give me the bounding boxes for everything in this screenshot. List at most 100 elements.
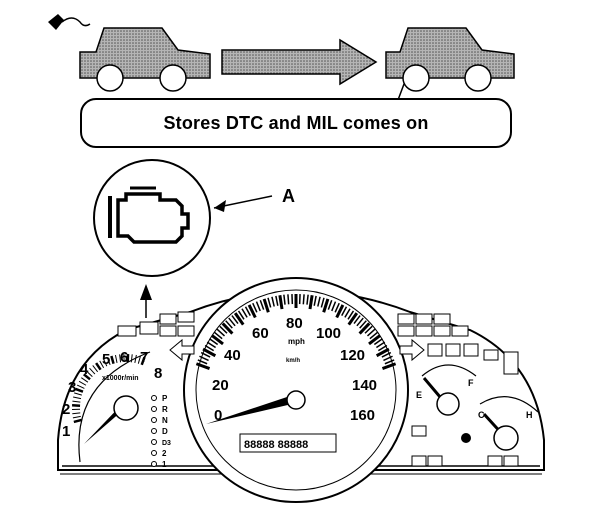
speedometer-tick — [341, 306, 348, 316]
speedometer-tick — [369, 331, 379, 340]
speedometer-tick — [197, 359, 208, 365]
tachometer-tick — [137, 355, 141, 364]
speedometer-ticks — [195, 294, 397, 370]
speedometer-tick — [225, 320, 233, 329]
tachometer-tick — [99, 360, 105, 369]
odometer-display — [239, 433, 337, 453]
tachometer-tick — [103, 358, 108, 367]
speedometer-tick — [302, 294, 305, 305]
gear-indicator-dot — [151, 450, 157, 456]
gear-indicator: P R N D D3 2 1 — [151, 394, 171, 469]
gear-indicator-dot — [151, 461, 157, 467]
speedometer-tick — [334, 302, 340, 313]
gear-2: 2 — [162, 449, 167, 458]
tachometer-tick — [134, 354, 137, 363]
speedometer-tick — [335, 304, 345, 319]
speedometer-tick — [278, 295, 284, 310]
tachometer-tick — [92, 365, 99, 373]
speedometer-tick — [373, 338, 383, 346]
caption-text: Stores DTC and MIL comes on — [163, 112, 429, 133]
gear-indicator-dot — [151, 428, 157, 434]
left-indicator-lamps — [117, 311, 195, 362]
speedometer-tick — [283, 294, 286, 305]
speedometer-tick — [322, 298, 330, 313]
tachometer: 1 2 3 4 5 6 7 8 x1000r/min — [62, 349, 162, 463]
tach-label-8: 8 — [154, 365, 162, 382]
callout-label-a: A — [282, 186, 295, 206]
speedo-label-160: 160 — [350, 407, 375, 424]
tachometer-tick — [78, 380, 87, 386]
speedometer-tick — [313, 295, 317, 306]
ignition-key-icon — [48, 14, 91, 30]
tach-unit: x1000r/min — [102, 375, 139, 382]
speedometer-tick — [381, 351, 392, 358]
speedo-label-40: 40 — [224, 347, 241, 364]
tachometer-tick — [130, 354, 133, 363]
speedometer-tick — [327, 299, 333, 310]
tach-label-6: 6 — [120, 349, 128, 366]
gear-indicator-dot — [151, 439, 157, 445]
speedometer-tick — [359, 320, 367, 329]
gear-1: 1 — [162, 460, 167, 469]
tachometer-tick — [73, 396, 82, 400]
tachometer-tick — [114, 354, 118, 363]
speedometer-tick — [195, 362, 211, 370]
speedo-label-60: 60 — [252, 325, 269, 342]
speedo-kmh-unit: km/h — [286, 358, 300, 364]
speedometer-tick — [237, 310, 245, 320]
speedometer-tick — [344, 308, 351, 318]
speedometer-tick — [317, 296, 321, 307]
speedometer-tick — [219, 325, 228, 334]
speedometer-tick — [209, 338, 219, 346]
speedo-label-100: 100 — [316, 325, 341, 342]
tachometer-tick — [140, 356, 146, 366]
tachometer-tick — [74, 392, 82, 396]
gear-R: R — [162, 405, 168, 414]
speedometer-tick — [206, 341, 217, 349]
speedometer-tick — [231, 315, 239, 324]
speedometer-tick — [204, 344, 215, 352]
mil-magnifier — [93, 159, 273, 277]
car-after-icon — [385, 27, 515, 92]
speedometer-tick — [267, 297, 272, 308]
tachometer-tick — [72, 412, 81, 415]
tachometer-tick — [83, 373, 91, 381]
fuel-empty-label: E — [416, 390, 422, 400]
speedometer-tick — [368, 334, 382, 346]
tachometer-tick — [110, 355, 115, 365]
mil-pointer-arrow — [140, 284, 152, 318]
car-before-icon — [79, 27, 211, 92]
tach-label-2: 2 — [62, 401, 70, 418]
speedometer-tick — [247, 304, 257, 319]
speedometer-tick — [308, 295, 314, 310]
check-engine-icon — [108, 186, 190, 244]
speedo-label-0: 0 — [214, 407, 222, 424]
gear-indicator-dot — [151, 395, 157, 401]
right-indicator-lamps — [397, 313, 519, 467]
tachometer-tick — [86, 370, 93, 377]
speedometer-tick — [306, 294, 309, 305]
speedometer-tick — [383, 355, 393, 362]
speedometer-tick — [275, 295, 279, 306]
speedometer-tick — [199, 355, 209, 362]
tachometer-tick — [73, 418, 82, 424]
left-turn-signal-icon — [169, 338, 195, 362]
gear-D3: D3 — [162, 440, 171, 447]
gear-D: D — [162, 427, 168, 436]
tachometer-tick — [76, 384, 85, 389]
gear-P: P — [162, 394, 168, 403]
speedometer-tick — [259, 299, 265, 310]
tach-label-5: 5 — [102, 351, 110, 368]
speedometer-tick — [331, 301, 337, 312]
tachometer-tick — [72, 400, 81, 403]
transition-arrow — [221, 38, 378, 86]
speedometer-tick — [252, 302, 258, 313]
tachometer-tick — [72, 415, 81, 419]
speedometer-tick — [356, 317, 364, 327]
tachometer-tick — [89, 367, 96, 375]
speedometer-tick — [200, 351, 211, 358]
gear-indicator-dot — [151, 406, 157, 412]
speedometer-tick — [210, 334, 224, 346]
speedometer-tick — [228, 317, 236, 327]
speedometer-tick — [221, 322, 234, 335]
